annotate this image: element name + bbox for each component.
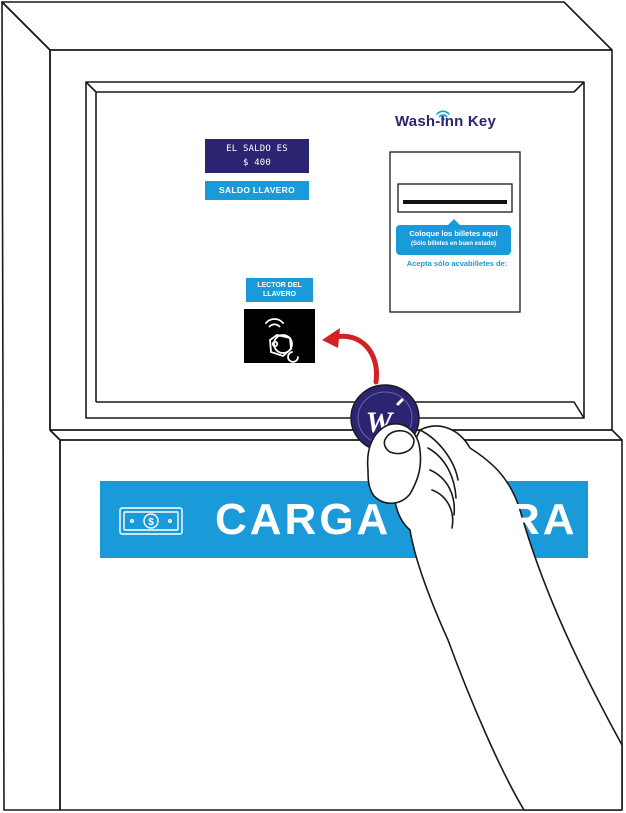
- saldo-llavero-button[interactable]: SALDO LLAVERO: [205, 181, 309, 200]
- reader-label-line2: LLAVERO: [263, 291, 296, 298]
- svg-text:$: $: [148, 517, 154, 528]
- wash-inn-key-logo: Wash-Inn Key: [395, 113, 497, 130]
- reader-label-line1: LECTOR DEL: [257, 282, 302, 289]
- nfc-keyfob-icon: [244, 309, 315, 363]
- hand-icon: [393, 425, 623, 811]
- kiosk-lower-cabinet: [59, 439, 623, 811]
- kiosk-top-panel: [1, 1, 613, 51]
- kiosk-side-panel: [1, 1, 61, 811]
- balance-label: EL SALDO ES: [226, 144, 288, 154]
- banner-text-left: CARGA: [215, 495, 392, 544]
- bill-insert-tooltip: Coloque los billetes aquí (Sólo billetes…: [396, 225, 511, 255]
- balance-display: EL SALDO ES $ 400: [205, 139, 309, 173]
- balance-amount: $ 400: [242, 158, 272, 168]
- bill-slot: [403, 200, 507, 204]
- wifi-logo-icon: [436, 110, 450, 121]
- money-bill-icon: [119, 507, 183, 535]
- accepted-bills-text: Acepta sólo acvabilletes de:: [406, 259, 508, 268]
- arrow-icon: [322, 328, 379, 385]
- kiosk-front-upper: [49, 49, 613, 431]
- kiosk-shelf: [49, 429, 623, 441]
- tooltip-main-text: Coloque los billetes aquí: [409, 229, 498, 238]
- reader-label: LECTOR DEL LLAVERO: [246, 278, 313, 302]
- banner-text-right: RA: [508, 495, 578, 544]
- tooltip-sub-text: (Sólo billetes en buen estado): [410, 241, 496, 247]
